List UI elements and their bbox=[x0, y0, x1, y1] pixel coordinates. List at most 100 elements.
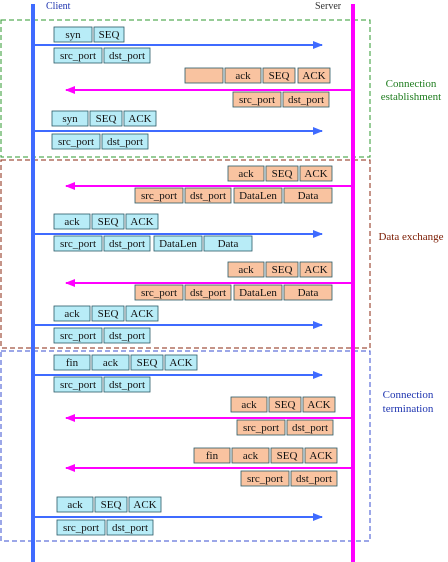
flag-field-label: SEQ bbox=[137, 357, 158, 369]
flag-field-box bbox=[299, 165, 333, 182]
flag-field bbox=[184, 67, 224, 84]
flag-field: ack bbox=[231, 447, 270, 464]
flag-field: SEQ bbox=[130, 354, 164, 371]
addr-field-label: src_port bbox=[60, 238, 96, 250]
flag-field-label: SEQ bbox=[275, 399, 296, 411]
phase-label-setup-line1: Connection bbox=[386, 78, 437, 90]
addr-field-box bbox=[101, 133, 149, 150]
phase-frame-data bbox=[0, 159, 371, 349]
flag-field-label: fin bbox=[66, 357, 79, 369]
addr-field: src_port bbox=[51, 133, 101, 150]
flag-field-box bbox=[123, 110, 157, 127]
flag-field-box bbox=[53, 305, 91, 322]
flag-field-box bbox=[51, 110, 89, 127]
flag-field-box bbox=[130, 354, 164, 371]
flag-field-box bbox=[268, 396, 302, 413]
flag-field-box bbox=[193, 447, 231, 464]
addr-field-label: dst_port bbox=[190, 287, 226, 299]
addr-field-label: src_port bbox=[60, 330, 96, 342]
addr-field: Data bbox=[203, 235, 253, 252]
addr-field: src_port bbox=[53, 47, 103, 64]
addr-field-label: dst_port bbox=[109, 330, 145, 342]
addr-field: src_port bbox=[56, 519, 106, 536]
flag-field-box bbox=[227, 165, 265, 182]
addr-field: src_port bbox=[134, 187, 184, 204]
flag-field-label: ACK bbox=[128, 113, 151, 125]
flag-field-box bbox=[265, 261, 299, 278]
phase-label-data: Data exchange bbox=[378, 231, 443, 243]
addr-field-label: Data bbox=[298, 287, 319, 299]
addr-field-box bbox=[240, 470, 290, 487]
addr-field-box bbox=[203, 235, 253, 252]
flag-field: fin bbox=[53, 354, 91, 371]
addr-field: Data bbox=[283, 284, 333, 301]
addr-field-label: dst_port bbox=[109, 50, 145, 62]
client-label: Client bbox=[46, 1, 71, 12]
flag-field-label: SEQ bbox=[269, 70, 290, 82]
flag-field-label: ack bbox=[67, 499, 83, 511]
addr-field-box bbox=[233, 284, 283, 301]
flag-field: ack bbox=[53, 305, 91, 322]
flag-field: SEQ bbox=[91, 305, 125, 322]
flag-field-box bbox=[227, 261, 265, 278]
phase-frame-setup bbox=[0, 19, 371, 158]
flag-field: ack bbox=[227, 261, 265, 278]
flag-field: SEQ bbox=[265, 261, 299, 278]
flag-field-box bbox=[91, 213, 125, 230]
flag-field-label: ack bbox=[241, 399, 257, 411]
addr-field-label: dst_port bbox=[109, 238, 145, 250]
server-label: Server bbox=[315, 1, 342, 12]
flag-field-box bbox=[270, 447, 304, 464]
addr-field: dst_port bbox=[101, 133, 149, 150]
flag-field-label: ACK bbox=[130, 216, 153, 228]
flag-field-box bbox=[302, 396, 336, 413]
addr-field-label: src_port bbox=[141, 287, 177, 299]
flag-field-box bbox=[125, 213, 159, 230]
flag-field: SEQ bbox=[262, 67, 296, 84]
flag-field-label: SEQ bbox=[96, 113, 117, 125]
flag-field-box bbox=[53, 26, 93, 43]
flag-field: ACK bbox=[125, 213, 159, 230]
addr-field: src_port bbox=[53, 327, 103, 344]
addr-field-box bbox=[56, 519, 106, 536]
addr-field-box bbox=[184, 284, 232, 301]
flag-field-box bbox=[91, 354, 130, 371]
flag-field-box bbox=[231, 447, 270, 464]
flag-field: fin bbox=[193, 447, 231, 464]
flag-field-label: ACK bbox=[309, 450, 332, 462]
addr-field-label: dst_port bbox=[292, 422, 328, 434]
addr-field-box bbox=[236, 419, 286, 436]
addr-field-label: src_port bbox=[141, 190, 177, 202]
addr-field: src_port bbox=[53, 376, 103, 393]
addr-field-label: src_port bbox=[60, 50, 96, 62]
flag-field-label: SEQ bbox=[277, 450, 298, 462]
flag-field: ack bbox=[56, 496, 94, 513]
addr-field: dst_port bbox=[282, 91, 330, 108]
flag-field-label: ACK bbox=[307, 399, 330, 411]
flag-field: SEQ bbox=[89, 110, 123, 127]
addr-field-label: DataLen bbox=[239, 287, 277, 299]
addr-field-label: dst_port bbox=[288, 94, 324, 106]
addr-field-box bbox=[53, 327, 103, 344]
flag-field: ACK bbox=[125, 305, 159, 322]
addr-field: DataLen bbox=[153, 235, 203, 252]
flag-field: ack bbox=[230, 396, 268, 413]
flag-field: ACK bbox=[123, 110, 157, 127]
flag-field: SEQ bbox=[268, 396, 302, 413]
flag-field-box bbox=[304, 447, 338, 464]
addr-field-box bbox=[106, 519, 154, 536]
addr-field-box bbox=[103, 235, 151, 252]
flag-field-label: ack bbox=[103, 357, 119, 369]
flag-field: ACK bbox=[299, 165, 333, 182]
addr-field: dst_port bbox=[103, 327, 151, 344]
addr-field-label: src_port bbox=[63, 522, 99, 534]
flag-field-label: ack bbox=[235, 70, 251, 82]
addr-field-box bbox=[153, 235, 203, 252]
addr-field-label: dst_port bbox=[190, 190, 226, 202]
flag-field-label: ack bbox=[238, 264, 254, 276]
